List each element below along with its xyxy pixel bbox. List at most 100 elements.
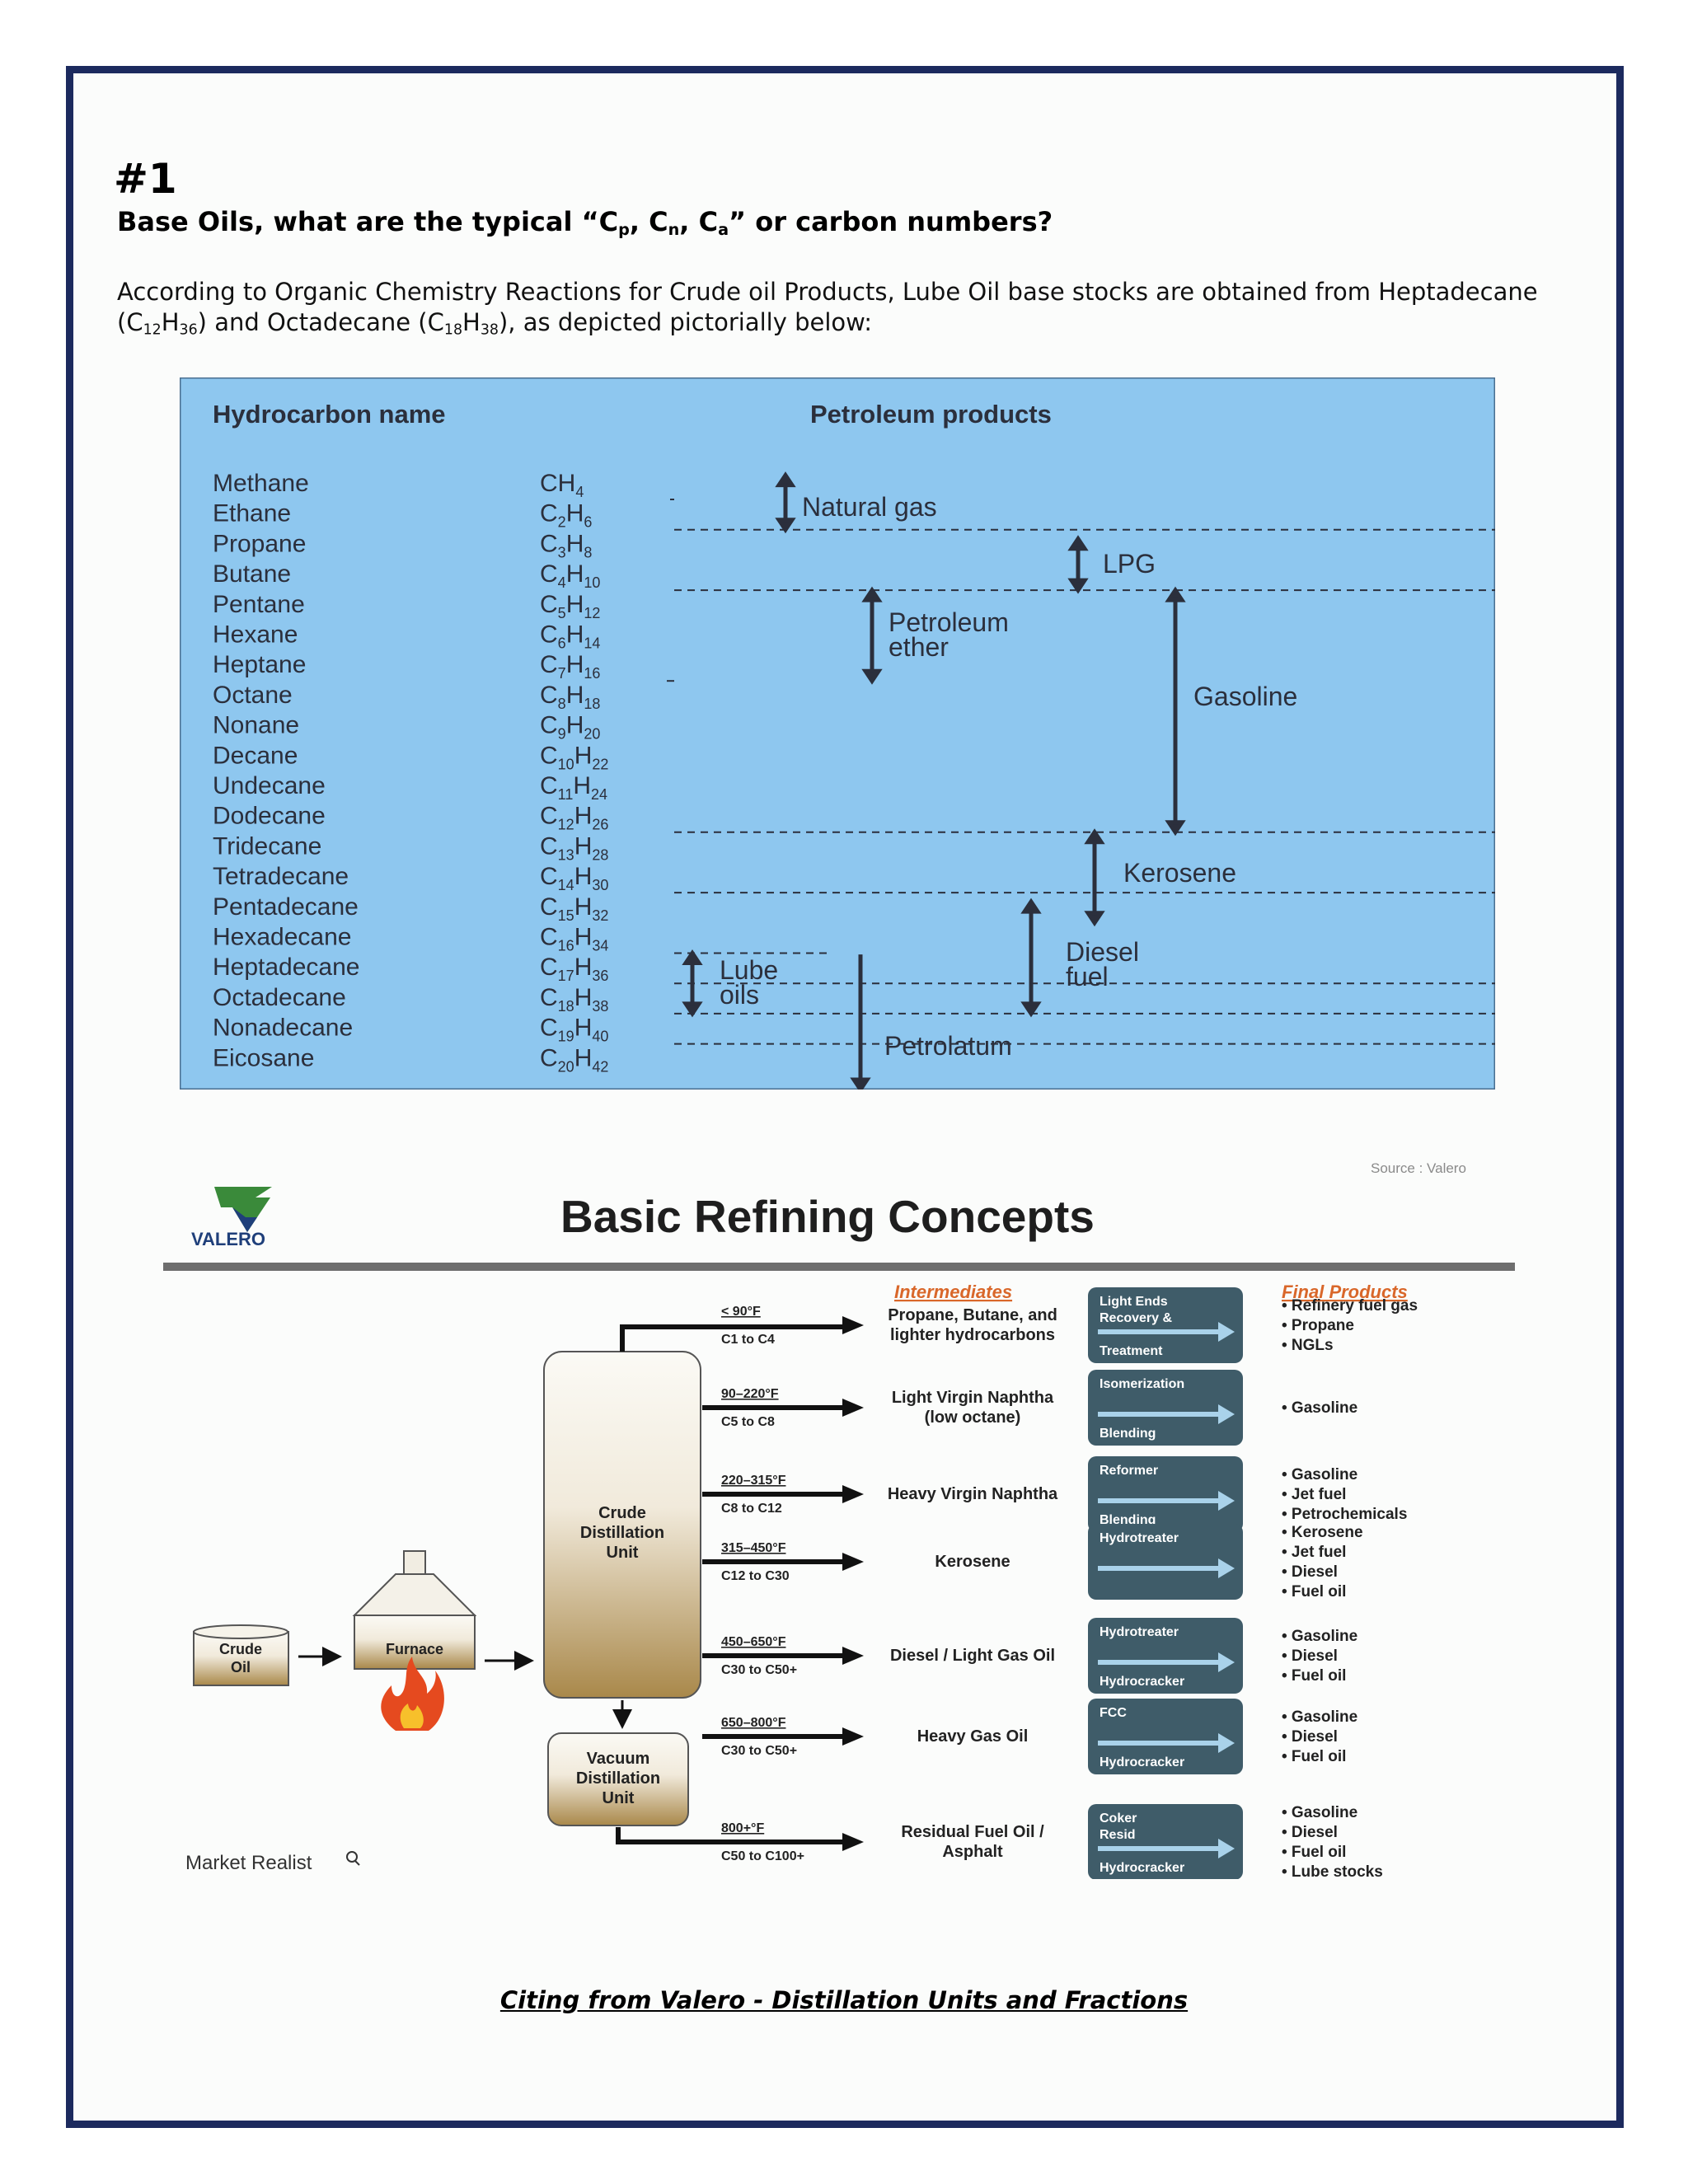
hydrocarbon-formula: C8H18 xyxy=(540,682,600,712)
process-label: Reformer xyxy=(1100,1464,1158,1478)
stream-arrow-head xyxy=(842,1647,864,1665)
hydrocarbon-name: Butane xyxy=(213,560,291,588)
furnace-label: Furnace xyxy=(386,1641,443,1657)
arrow-lpg-head-top xyxy=(1067,535,1089,551)
hydrocarbon-name: Pentane xyxy=(213,591,305,618)
hydrocarbon-name: Octadecane xyxy=(213,984,346,1011)
source-label: Source : Valero xyxy=(1371,1160,1466,1176)
hydrocarbon-formula: C10H22 xyxy=(540,742,608,772)
intermediate-label: Diesel / Light Gas Oil xyxy=(890,1647,1055,1665)
final-product: • Diesel xyxy=(1282,1728,1338,1746)
arrow-natural-gas-head-bottom xyxy=(775,518,796,534)
hydrocarbon-name: Heptadecane xyxy=(213,954,359,981)
citation: Citing from Valero - Distillation Units … xyxy=(499,1986,1189,2014)
range-arrows xyxy=(682,471,1186,1090)
hydrocarbon-formula: C15H32 xyxy=(540,893,608,924)
process-label: Treatment xyxy=(1100,1344,1163,1358)
label-gasoline: Gasoline xyxy=(1193,682,1297,711)
hydrocarbon-formula: C17H36 xyxy=(540,954,608,984)
final-product: • Diesel xyxy=(1282,1824,1338,1841)
final-product: • Jet fuel xyxy=(1282,1486,1346,1503)
intro-paragraph: According to Organic Chemistry Reactions… xyxy=(117,278,1538,339)
hydrocarbon-formula: C12H26 xyxy=(540,803,608,833)
final-product: • NGLs xyxy=(1282,1337,1334,1354)
stream-carbon-range: C12 to C30 xyxy=(721,1569,790,1583)
stream-carbon-range: C5 to C8 xyxy=(721,1415,775,1429)
arrow-lube-oils-head-bottom xyxy=(682,1001,703,1018)
stream-carbon-range: C30 to C50+ xyxy=(721,1744,797,1758)
final-product: • Gasoline xyxy=(1282,1466,1357,1483)
vacuum-distillation-unit: Vacuum Distillation Unit xyxy=(547,1732,689,1826)
final-product: • Lube stocks xyxy=(1282,1863,1383,1879)
boundary-dashes xyxy=(666,499,1495,1045)
final-product: • Gasoline xyxy=(1282,1628,1357,1645)
valero-v-mark xyxy=(214,1187,272,1232)
stream-temperature: 650–800°F xyxy=(721,1716,786,1730)
final-product: • Gasoline xyxy=(1282,1804,1357,1821)
process-arrow-head xyxy=(1218,1558,1235,1578)
label-diesel-2: fuel xyxy=(1066,962,1109,991)
final-product: • Refinery fuel gas xyxy=(1282,1297,1418,1315)
arrow-diesel-head-top xyxy=(1020,898,1042,914)
valero-logo: VALERO xyxy=(191,1187,272,1249)
vdu-label-2: Distillation xyxy=(576,1769,660,1788)
final-product: • Jet fuel xyxy=(1282,1544,1346,1561)
process-label: Blending xyxy=(1100,1513,1156,1527)
process-label: Hydrocracker xyxy=(1100,1675,1184,1689)
cdu-label-1: Crude xyxy=(598,1504,646,1522)
arrow-diesel-head-bottom xyxy=(1020,1001,1042,1018)
stream-temperature: 800+°F xyxy=(721,1821,764,1835)
stream-arrow-head xyxy=(842,1399,864,1417)
stream-arrow-head xyxy=(842,1833,864,1851)
crude-oil-label-1: Crude xyxy=(219,1641,262,1657)
process-box xyxy=(1088,1456,1243,1532)
process-arrow-head xyxy=(1218,1652,1235,1672)
intermediate-label: Kerosene xyxy=(935,1553,1010,1571)
stream-temperature: 220–315°F xyxy=(721,1474,786,1488)
process-arrow-head xyxy=(1218,1733,1235,1753)
hydrocarbon-name: Octane xyxy=(213,682,293,709)
market-realist-label: Market Realist xyxy=(185,1852,312,1874)
header-petroleum-products: Petroleum products xyxy=(810,400,1052,429)
process-label: FCC xyxy=(1100,1706,1127,1720)
process-label: Hydrotreater xyxy=(1100,1625,1179,1639)
label-natural-gas: Natural gas xyxy=(802,492,937,522)
process-label: Blending xyxy=(1100,1427,1156,1441)
header-hydrocarbon-name: Hydrocarbon name xyxy=(213,400,446,429)
hydrocarbon-name: Heptane xyxy=(213,651,306,678)
stream-arrow-head xyxy=(842,1727,864,1746)
process-label: Hydrocracker xyxy=(1100,1755,1184,1769)
intermediate-label: Residual Fuel Oil / xyxy=(901,1823,1044,1841)
hydrocarbon-formula: C19H40 xyxy=(540,1015,608,1045)
vdu-label-1: Vacuum xyxy=(587,1750,650,1768)
stream-carbon-range: C1 to C4 xyxy=(721,1333,775,1347)
final-products-header: Final Products xyxy=(1282,1282,1408,1302)
process-arrow-head xyxy=(1218,1491,1235,1511)
label-lube-1: Lube xyxy=(720,955,778,985)
intermediates-header: Intermediates xyxy=(894,1282,1012,1302)
refining-title: Basic Refining Concepts xyxy=(560,1191,1095,1242)
final-product: • Fuel oil xyxy=(1282,1748,1346,1765)
hydrocarbon-name: Nonane xyxy=(213,712,299,739)
hydrocarbon-name: Dodecane xyxy=(213,803,326,830)
arrow-natural-gas-head-top xyxy=(775,471,796,488)
process-box xyxy=(1088,1699,1243,1774)
final-product: • Propane xyxy=(1282,1317,1354,1334)
final-product: • Fuel oil xyxy=(1282,1583,1346,1601)
process-arrow-head xyxy=(1218,1322,1235,1342)
hydrocarbon-name: Tetradecane xyxy=(213,863,349,890)
process-label: Isomerization xyxy=(1100,1377,1184,1391)
furnace: Furnace xyxy=(352,1550,477,1670)
process-arrow-head xyxy=(1218,1404,1235,1424)
hydrocarbon-name: Nonadecane xyxy=(213,1015,353,1042)
pipe-top-stream xyxy=(620,1324,847,1352)
stream-carbon-range: C8 to C12 xyxy=(721,1502,782,1516)
final-product: • Gasoline xyxy=(1282,1708,1357,1726)
intermediate-label: Asphalt xyxy=(942,1843,1003,1861)
arrow-kerosene-head-bottom xyxy=(1084,911,1105,927)
hydrocarbon-formula: C3H8 xyxy=(540,530,592,560)
cdu-label-2: Distillation xyxy=(580,1524,664,1542)
hydrocarbon-formula: C6H14 xyxy=(540,621,600,652)
hydrocarbon-formula: C14H30 xyxy=(540,863,608,893)
intermediate-label: (low octane) xyxy=(925,1408,1021,1427)
